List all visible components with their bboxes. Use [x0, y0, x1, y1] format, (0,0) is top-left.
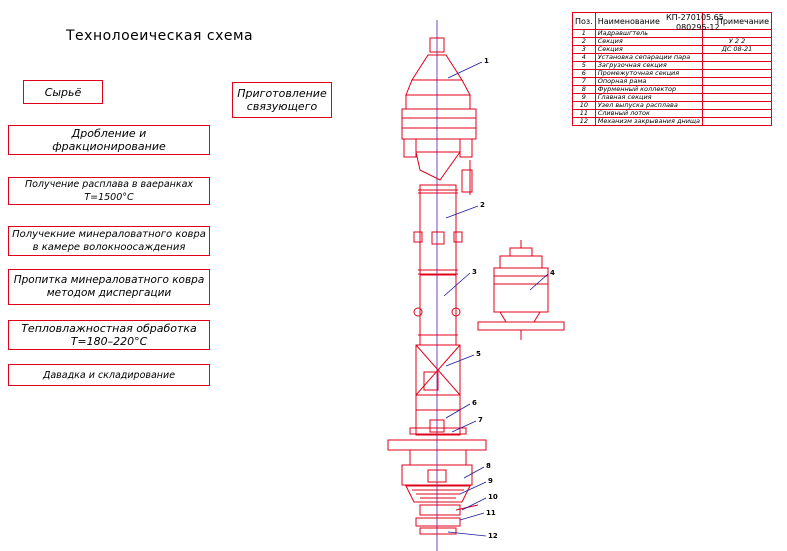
box-carpet-line2: в камере волокноосаждения	[32, 242, 186, 253]
callout-11: 11	[486, 509, 496, 517]
row-note	[702, 101, 773, 110]
callout-1: 1	[484, 57, 489, 65]
box-heat-line1: Тепловлажностная обработка	[21, 322, 197, 335]
box-impreg-line2: методом диспергации	[46, 287, 172, 299]
row-name: Механизм закрывания днища	[594, 117, 704, 126]
callout-8: 8	[486, 462, 491, 470]
box-heat: Тепловлажностная обработка T=180–220°C	[8, 320, 210, 350]
row-note	[702, 53, 773, 62]
row-note	[702, 109, 773, 118]
row-note: ДС 08-21	[702, 45, 773, 54]
box-crush: Дробление и фракционирование	[8, 125, 210, 155]
callout-2: 2	[480, 201, 485, 209]
row-note	[702, 93, 773, 102]
box-crush-line1: Дробление и	[71, 127, 147, 140]
box-pack-label: Давадка и складирование	[42, 369, 176, 381]
box-carpet: Получекние минераловатного ковра в камер…	[8, 226, 210, 256]
row-note	[702, 61, 773, 70]
box-heat-line2: T=180–220°C	[70, 335, 148, 348]
box-binder-line2: связующего	[246, 100, 318, 113]
box-pack: Давадка и складирование	[8, 364, 210, 386]
row-pos: 12	[572, 117, 596, 126]
diagram-title: Технолоеическая схема	[66, 28, 254, 44]
callout-5: 5	[476, 350, 481, 358]
doc-code-2: 080295-12	[676, 23, 720, 32]
box-melt: Получение расплава в ваеранках T=1500°C	[8, 177, 210, 205]
callout-9: 9	[488, 477, 493, 485]
box-carpet-line1: Получекние минераловатного ковра	[12, 229, 206, 240]
row-note	[702, 77, 773, 86]
row-note	[702, 85, 773, 94]
box-impreg-line1: Пропитка минераловатного ковра	[13, 274, 205, 286]
box-melt-line2: T=1500°C	[84, 192, 134, 203]
box-raw-label: Сырьё	[44, 85, 82, 99]
callout-10: 10	[488, 493, 498, 501]
box-melt-line1: Получение расплава в ваеранках	[24, 179, 194, 190]
box-impreg: Пропитка минераловатного ковра методом д…	[8, 269, 210, 305]
box-raw: Сырьё	[23, 80, 103, 104]
callout-7: 7	[478, 416, 483, 424]
box-binder-line1: Приготовление	[237, 87, 327, 100]
callout-3: 3	[472, 268, 477, 276]
box-binder: Приготовление связующего	[232, 82, 332, 118]
row-note	[702, 117, 773, 126]
callout-12: 12	[488, 532, 498, 540]
callout-4: 4	[550, 269, 555, 277]
box-crush-line2: фракционирование	[52, 140, 166, 153]
doc-code-1: КП-270105.65	[666, 13, 724, 22]
callout-6: 6	[472, 399, 477, 407]
header-pos: Поз.	[572, 12, 596, 30]
row-note	[702, 69, 773, 78]
